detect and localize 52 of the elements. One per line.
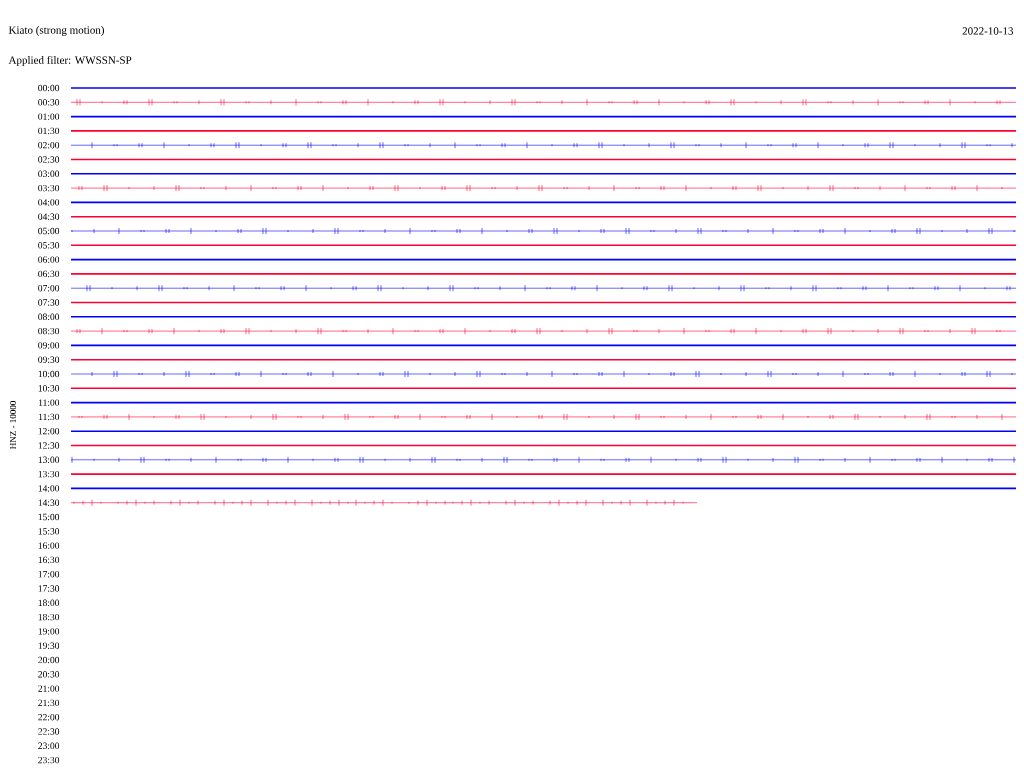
time-label: 17:30 — [38, 585, 60, 592]
time-label: 17:00 — [38, 571, 60, 578]
time-label: 01:30 — [38, 127, 60, 135]
title: Kiato (strong motion) — [8, 26, 104, 36]
time-label: 00:30 — [38, 99, 60, 106]
time-label: 23:00 — [38, 742, 60, 750]
time-label: 21:00 — [38, 685, 60, 692]
time-label: 23:30 — [38, 756, 60, 764]
time-label: 03:30 — [38, 184, 60, 192]
time-label: 04:30 — [38, 213, 60, 220]
time-label: 08:30 — [38, 327, 60, 335]
time-label: 06:30 — [38, 270, 60, 278]
time-label: 15:30 — [38, 528, 60, 535]
axis-label: HNZ - 10000 — [9, 401, 17, 449]
filter-label: Applied filter: WWSSN-SP — [8, 55, 132, 67]
time-label: 08:00 — [38, 313, 60, 321]
time-label: 06:00 — [38, 256, 60, 263]
time-label: 07:30 — [38, 299, 60, 306]
time-label: 22:00 — [38, 714, 60, 721]
time-label: 11:30 — [39, 413, 60, 421]
time-label: 15:00 — [38, 513, 60, 521]
time-label: 13:00 — [38, 456, 60, 464]
time-label: 21:30 — [38, 699, 60, 707]
time-label: 00:00 — [38, 84, 60, 92]
time-label: 18:30 — [38, 613, 60, 621]
time-label: 12:00 — [38, 428, 60, 435]
time-label: 18:00 — [38, 599, 60, 607]
time-label: 19:30 — [38, 642, 60, 649]
time-label: 14:00 — [38, 485, 60, 492]
time-label: 05:30 — [38, 242, 60, 249]
time-label: 01:00 — [38, 113, 60, 120]
time-label: 16:00 — [38, 542, 60, 549]
time-label: 07:00 — [38, 285, 60, 292]
time-label: 03:00 — [38, 170, 60, 178]
time-label: 09:00 — [38, 342, 60, 349]
date-label: 2022-10-13 — [962, 27, 1014, 35]
time-label: 22:30 — [38, 728, 60, 735]
time-label: 05:00 — [38, 227, 60, 235]
time-label: 09:30 — [38, 356, 60, 363]
time-label: 10:30 — [38, 385, 60, 392]
time-label: 11:00 — [39, 399, 60, 406]
time-label: 02:00 — [38, 142, 60, 149]
time-label: 04:00 — [38, 199, 60, 206]
time-label: 10:00 — [38, 370, 60, 378]
time-label: 19:00 — [38, 628, 60, 635]
time-label: 12:30 — [38, 442, 60, 449]
time-label: 20:30 — [38, 671, 60, 678]
time-label: 16:30 — [38, 556, 60, 564]
time-label: 02:30 — [38, 156, 60, 163]
time-label: 14:30 — [38, 499, 60, 506]
time-label: 13:30 — [38, 470, 60, 478]
time-label: 20:00 — [38, 656, 60, 664]
